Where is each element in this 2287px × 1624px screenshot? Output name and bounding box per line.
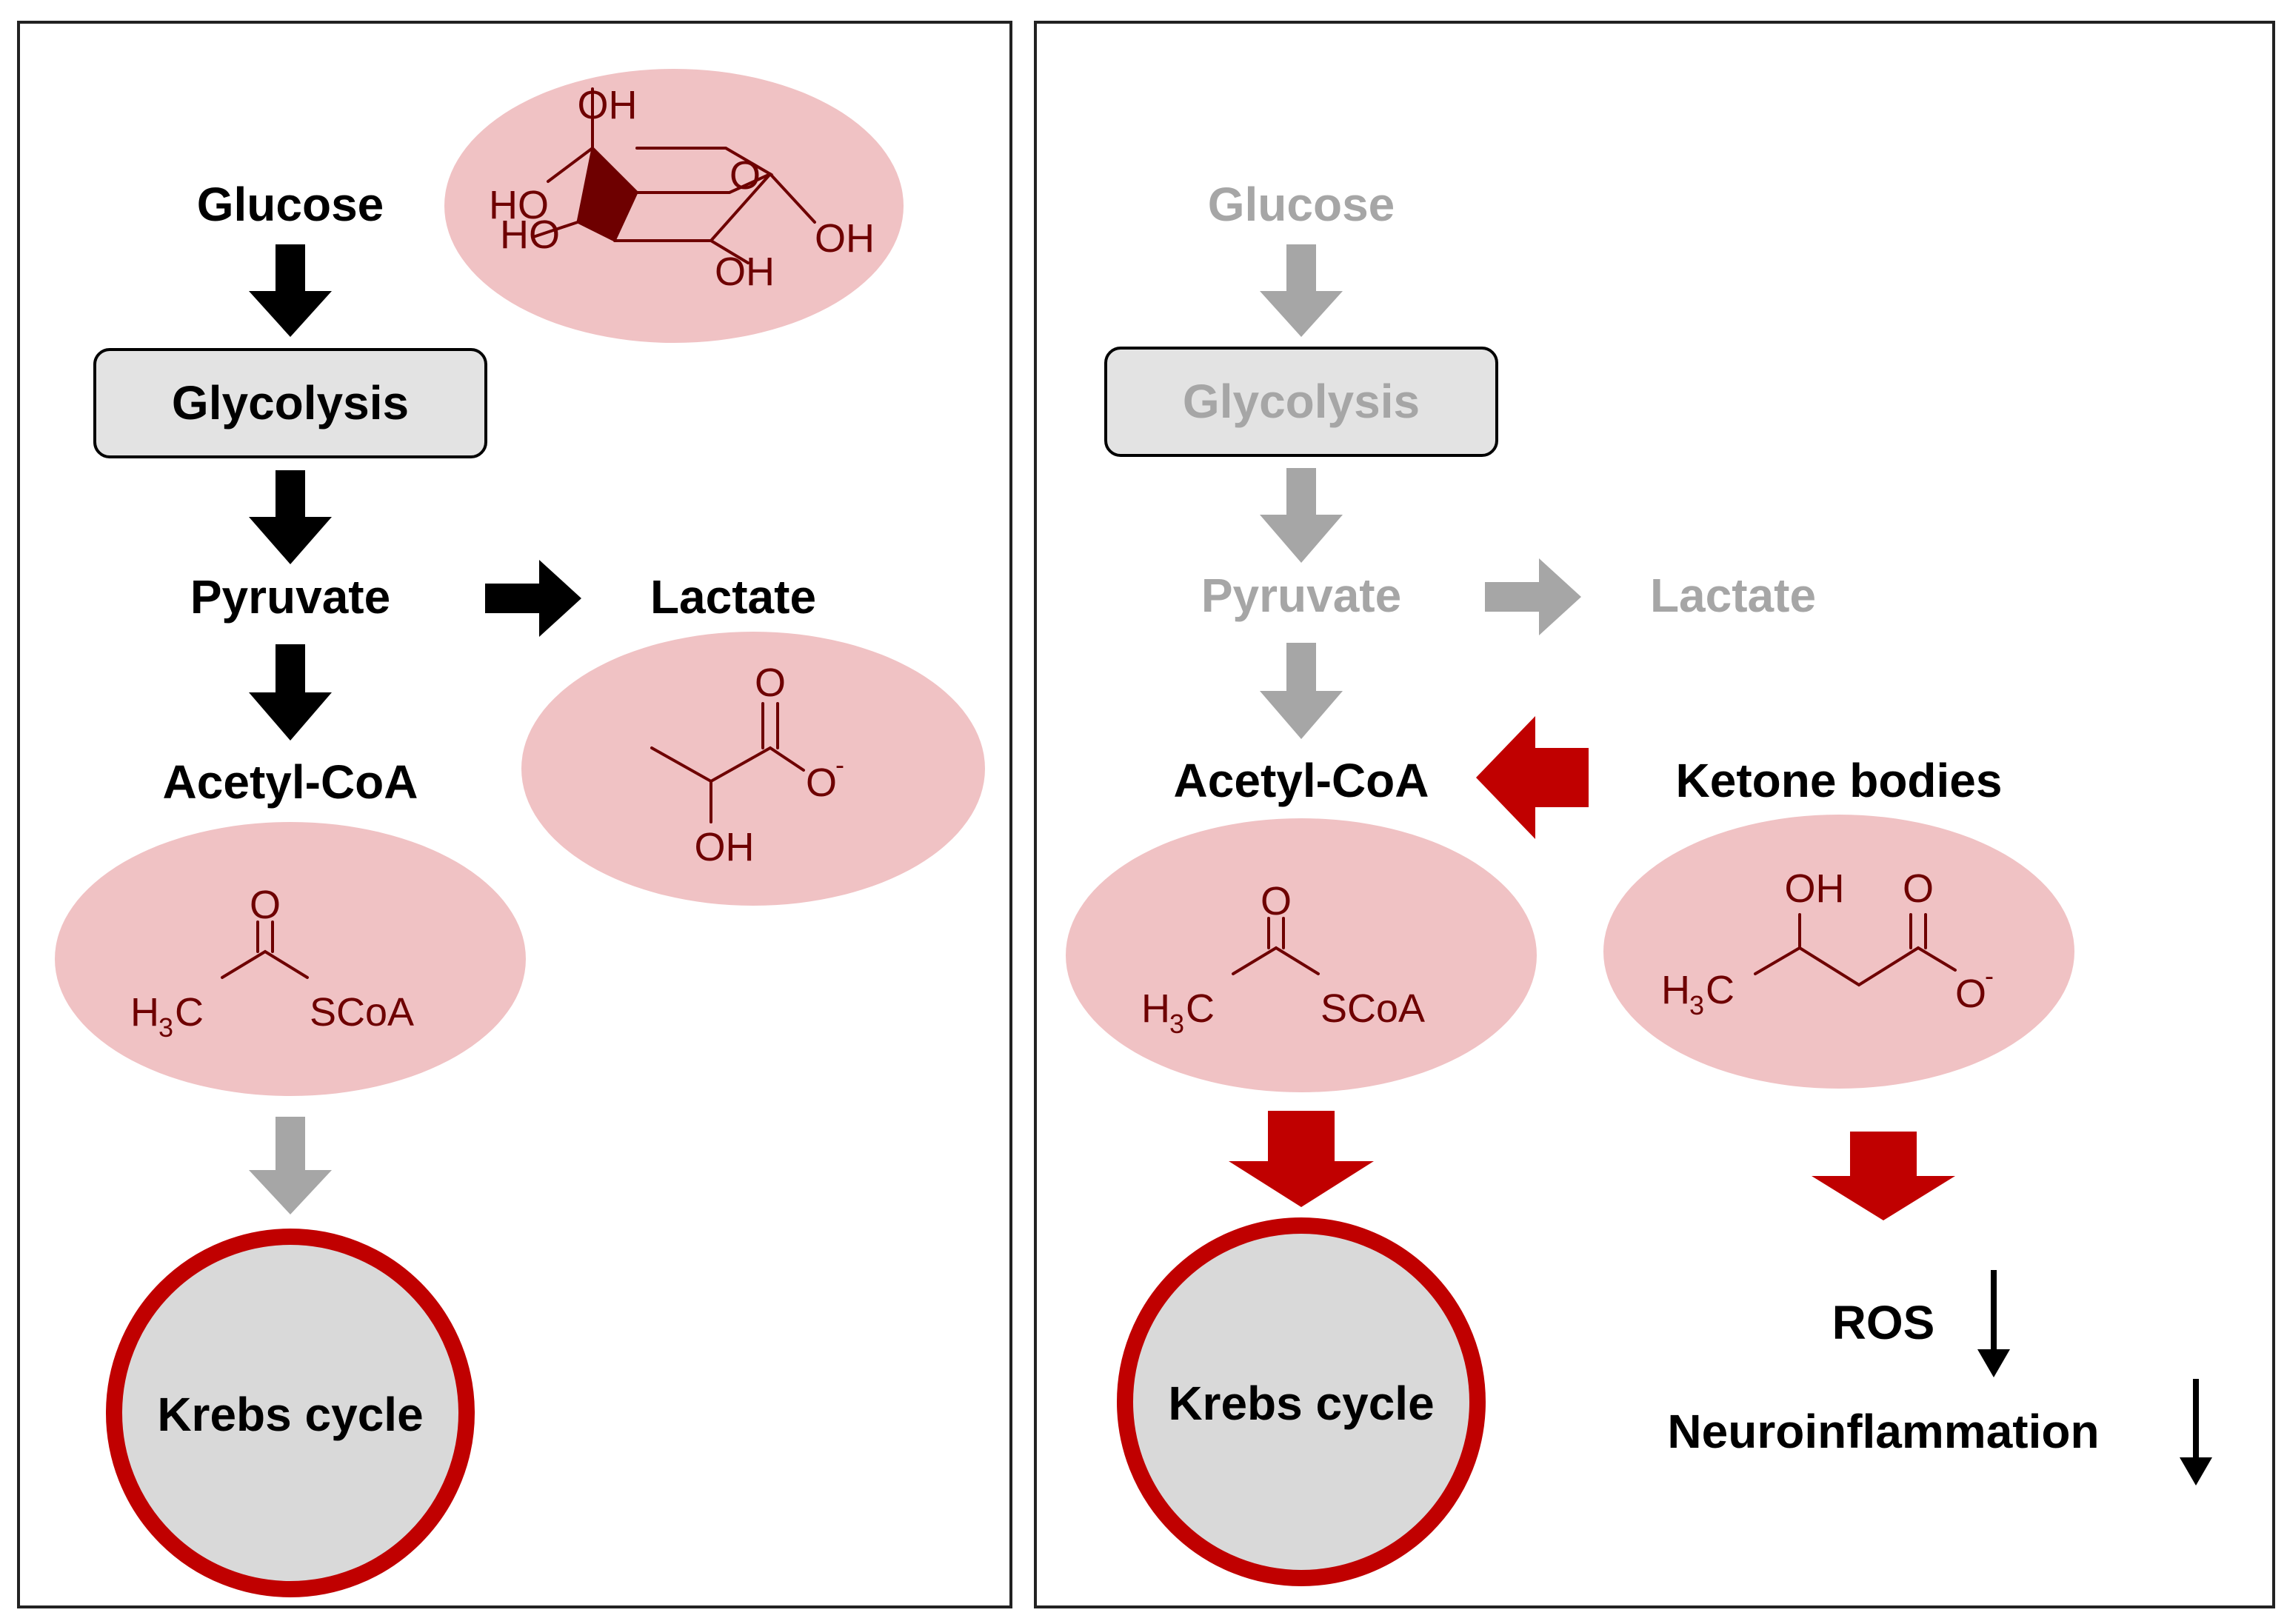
glucose-ho-2: HO	[500, 213, 560, 257]
left-arrow-acetylcoa-krebs	[249, 1117, 332, 1214]
glucose-oh-bottom: OH	[715, 250, 775, 294]
right-arrow-ketone-effects	[1812, 1132, 1955, 1220]
right-acetyl-sub3: 3	[1169, 1009, 1184, 1039]
lactate-oh: OH	[695, 825, 755, 869]
glucose-ring-o: O	[729, 153, 761, 198]
right-acetylcoa-molecule-bg	[1066, 818, 1537, 1092]
neuroinflammation-decrease-arrow-icon	[2180, 1379, 2212, 1486]
left-krebs-label: Krebs cycle	[157, 1388, 423, 1441]
lactate-o-top: O	[755, 661, 786, 705]
glucose-oh-top: OH	[578, 83, 638, 127]
ketone-o-minus: O	[1955, 972, 1986, 1016]
left-krebs-cycle	[106, 1229, 475, 1597]
right-glucose-label: Glucose	[1208, 178, 1395, 231]
right-pyruvate-label: Pyruvate	[1201, 569, 1401, 622]
left-arrow-glucose-glycolysis	[249, 244, 332, 337]
left-arrow-pyruvate-lactate	[485, 560, 581, 637]
lactate-molecule: O O - OH	[521, 632, 985, 906]
left-acetylcoa-molecule: O H 3 C SCoA	[55, 822, 526, 1096]
right-acetyl-o: O	[1261, 879, 1292, 923]
glucose-oh-right: OH	[815, 216, 875, 261]
glucose-molecule-bg	[444, 69, 904, 343]
right-panel: Glucose Glycolysis Pyruvate Lactate Acet…	[1066, 178, 2212, 1586]
ros-decrease-arrow-icon	[1977, 1270, 2010, 1377]
neuroinflammation-label: Neuroinflammation	[1667, 1405, 2099, 1458]
ketone-molecule: OH O H 3 C O -	[1603, 815, 2074, 1089]
left-acetyl-h: H	[130, 990, 159, 1035]
right-acetylcoa-molecule: O H 3 C SCoA	[1066, 818, 1537, 1092]
left-acetyl-c: C	[175, 990, 204, 1035]
right-arrow-pyruvate-acetylcoa	[1260, 643, 1343, 739]
glucose-molecule: OH HO HO O OH OH	[444, 69, 904, 343]
right-arrow-acetylcoa-krebs	[1229, 1111, 1374, 1207]
ros-label: ROS	[1832, 1296, 1935, 1349]
lactate-molecule-bg	[521, 632, 985, 906]
right-glycolysis-box	[1104, 347, 1498, 457]
right-krebs-label: Krebs cycle	[1168, 1377, 1434, 1430]
left-acetyl-sub3: 3	[158, 1012, 173, 1043]
ketone-charge: -	[1985, 960, 1994, 991]
left-glucose-label: Glucose	[197, 178, 384, 231]
right-acetyl-c: C	[1186, 986, 1215, 1031]
left-lactate-label: Lactate	[650, 570, 816, 624]
ketone-oh: OH	[1785, 866, 1845, 911]
ketone-h: H	[1661, 968, 1690, 1012]
lactate-charge: -	[835, 749, 844, 780]
right-arrow-glycolysis-pyruvate	[1260, 468, 1343, 563]
right-acetylcoa-label: Acetyl-CoA	[1174, 754, 1429, 807]
right-glycolysis-label: Glycolysis	[1183, 375, 1420, 428]
right-arrow-glucose-glycolysis	[1260, 244, 1343, 337]
left-arrow-pyruvate-acetylcoa	[249, 644, 332, 741]
left-panel: Glucose OH HO HO O OH OH Glycolysis Pyru…	[55, 69, 985, 1597]
left-glycolysis-label: Glycolysis	[172, 376, 409, 430]
left-acetylcoa-molecule-bg	[55, 822, 526, 1096]
right-acetyl-h: H	[1141, 986, 1170, 1031]
ketone-o-top: O	[1903, 866, 1934, 911]
ketone-c: C	[1706, 968, 1735, 1012]
right-krebs-cycle	[1117, 1217, 1486, 1586]
left-acetyl-scoa: SCoA	[310, 990, 414, 1035]
left-acetylcoa-label: Acetyl-CoA	[163, 755, 418, 809]
right-ketone-bodies-label: Ketone bodies	[1676, 754, 2003, 807]
left-arrow-glycolysis-pyruvate	[249, 470, 332, 564]
right-lactate-label: Lactate	[1650, 569, 1816, 622]
glucose-ho-1: HO	[489, 183, 549, 227]
right-arrow-pyruvate-lactate	[1485, 558, 1581, 635]
ketone-sub3: 3	[1689, 990, 1704, 1020]
left-pyruvate-label: Pyruvate	[190, 570, 390, 624]
lactate-o-minus: O	[806, 761, 837, 805]
right-acetyl-scoa: SCoA	[1321, 986, 1425, 1031]
ketone-molecule-bg	[1603, 815, 2074, 1089]
left-acetyl-o: O	[250, 883, 281, 927]
left-glycolysis-box	[93, 348, 487, 458]
right-arrow-ketones-acetylcoa	[1476, 716, 1589, 839]
